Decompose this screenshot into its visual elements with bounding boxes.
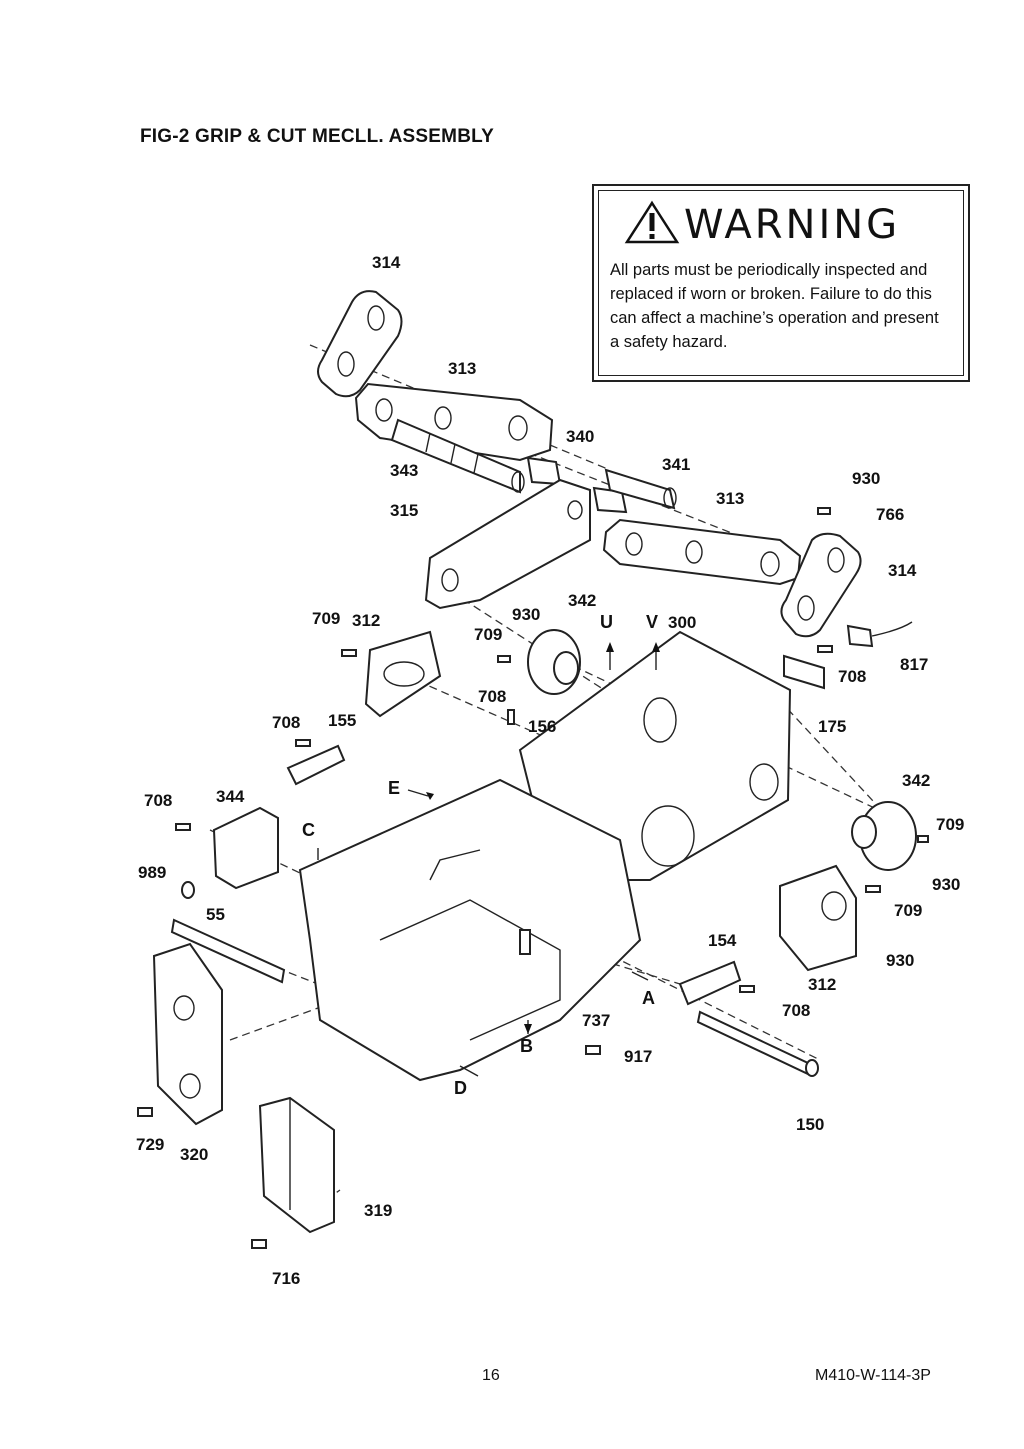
part-320-block <box>152 942 223 1126</box>
part-label: 319 <box>364 1201 392 1220</box>
part-label: U <box>600 612 613 632</box>
part-342-bearing-upper <box>527 629 581 695</box>
part-label: B <box>520 1036 533 1056</box>
warning-text: All parts must be periodically inspected… <box>610 261 939 351</box>
part-label: 709 <box>474 625 502 644</box>
part-344-plate <box>212 806 279 890</box>
page-number: 16 <box>482 1367 500 1384</box>
part-55-rod <box>170 918 286 984</box>
part-label: 716 <box>272 1269 300 1288</box>
part-label: 315 <box>390 501 418 520</box>
part-label: 729 <box>136 1135 164 1154</box>
part-label: 175 <box>818 717 846 736</box>
part-817-connector <box>846 621 913 648</box>
document-code: M410-W-114-3P <box>815 1367 931 1384</box>
part-150-rod <box>696 1010 819 1077</box>
part-label: 708 <box>272 713 300 732</box>
part-label: 343 <box>390 461 418 480</box>
part-label: 766 <box>876 505 904 524</box>
part-312-plate-right <box>779 864 857 972</box>
part-label: 709 <box>312 609 340 628</box>
part-312-plate-upper <box>364 630 442 718</box>
part-label: 930 <box>852 469 880 488</box>
part-label: 55 <box>206 905 225 924</box>
part-label: 342 <box>568 591 596 610</box>
warning-heading: WARNING <box>684 202 901 248</box>
part-label: 340 <box>566 427 594 446</box>
warning-box-inner-border <box>598 190 964 376</box>
part-154-plate <box>678 960 742 1006</box>
part-label: 150 <box>796 1115 824 1134</box>
part-label: 341 <box>662 455 690 474</box>
part-label: 312 <box>352 611 380 630</box>
part-label: 709 <box>936 815 964 834</box>
part-label: C <box>302 820 315 840</box>
part-341-pin <box>604 468 677 510</box>
part-label: 320 <box>180 1145 208 1164</box>
part-989-washer <box>181 881 195 899</box>
part-label: 709 <box>894 901 922 920</box>
part-315-arm <box>424 478 591 610</box>
part-label: 314 <box>372 253 401 272</box>
part-label: 314 <box>888 561 917 580</box>
part-label: 708 <box>782 1001 810 1020</box>
part-label: 930 <box>932 875 960 894</box>
part-label: 155 <box>328 711 356 730</box>
part-label: 930 <box>512 605 540 624</box>
part-label: 708 <box>838 667 866 686</box>
part-label: 917 <box>624 1047 652 1066</box>
part-label: 989 <box>138 863 166 882</box>
direction-arrows <box>317 642 660 1077</box>
part-label: 154 <box>708 931 737 950</box>
part-314-link-top <box>317 290 403 398</box>
part-343-shaft <box>390 418 525 494</box>
part-label: 313 <box>448 359 476 378</box>
part-label: 344 <box>216 787 245 806</box>
part-314-link-right <box>780 532 862 638</box>
warning-box: WARNING All parts must be periodically i… <box>592 184 970 382</box>
part-300-main-frame <box>298 630 792 1082</box>
part-label: 817 <box>900 655 928 674</box>
part-label: D <box>454 1078 467 1098</box>
part-label: 313 <box>716 489 744 508</box>
warning-triangle-icon <box>624 200 680 244</box>
part-label: V <box>646 612 658 632</box>
part-label: 312 <box>808 975 836 994</box>
part-label: A <box>642 988 655 1008</box>
part-label: 156 <box>528 717 556 736</box>
part-labels: 314 313 340 343 341 930 315 313 766 314 342 709 312 9… <box>136 253 964 1288</box>
fasteners <box>137 507 929 1249</box>
part-319-bracket <box>258 1096 335 1234</box>
part-label: 342 <box>902 771 930 790</box>
part-label: 300 <box>668 613 696 632</box>
part-175-bracket <box>783 654 825 690</box>
part-155-plate <box>286 744 346 786</box>
part-label: 737 <box>582 1011 610 1030</box>
figure-title: FIG-2 GRIP & CUT MECLL. ASSEMBLY <box>140 126 495 147</box>
part-342-bearing-right <box>851 801 917 871</box>
part-label: 708 <box>144 791 172 810</box>
part-label: E <box>388 778 400 798</box>
part-label: 930 <box>886 951 914 970</box>
part-313-link-lower <box>602 518 802 586</box>
part-label: 708 <box>478 687 506 706</box>
